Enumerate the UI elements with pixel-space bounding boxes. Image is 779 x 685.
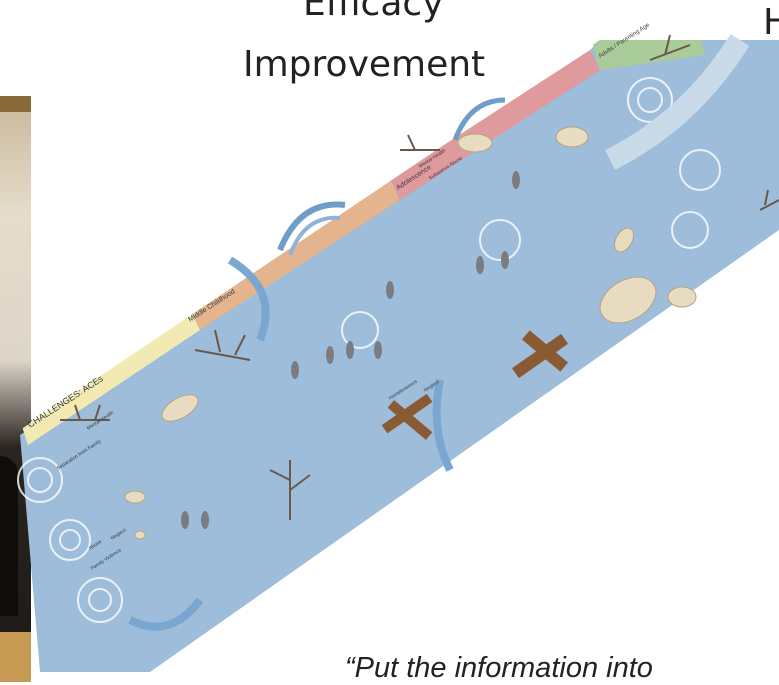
river-band	[18, 35, 779, 672]
quote-text: “Put the information into	[345, 652, 653, 685]
